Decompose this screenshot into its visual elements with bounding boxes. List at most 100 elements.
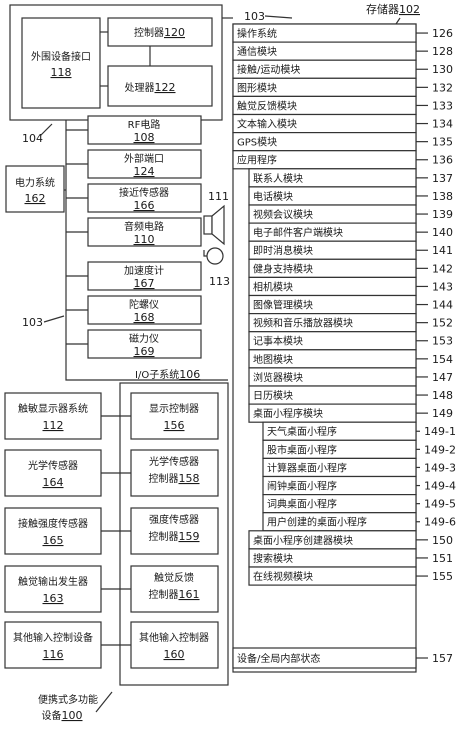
app-module-9-ref: 153 bbox=[432, 335, 453, 348]
app-module-5-label: 健身支持模块 bbox=[253, 262, 313, 275]
io-device-1-label: 光学传感器 bbox=[28, 459, 78, 472]
io-device-4-label: 其他输入控制设备 bbox=[13, 631, 93, 644]
app-module-12-label: 日历模块 bbox=[253, 390, 293, 402]
main-bus-line bbox=[65, 120, 228, 381]
io-device-2-label: 接触强度传感器 bbox=[18, 517, 88, 530]
speaker-icon bbox=[203, 204, 225, 246]
controller-box bbox=[107, 17, 213, 47]
peripheral-block-5-ref: 168 bbox=[134, 311, 155, 324]
app-module-5-ref: 142 bbox=[432, 262, 453, 275]
app-module-10-label: 地图模块 bbox=[253, 353, 293, 366]
peripheral-block-3-ref: 110 bbox=[134, 233, 155, 246]
chip-ref: 104 bbox=[22, 132, 43, 145]
peripheral-block-6-ref: 169 bbox=[134, 345, 155, 358]
peripheral-interface-ref: 118 bbox=[51, 66, 72, 79]
widget-2-ref: 149-3 bbox=[424, 461, 456, 474]
io-controller-1-label-line1: 光学传感器 bbox=[149, 455, 199, 468]
memory-item-0-label: 操作系统 bbox=[237, 27, 277, 40]
processor-box bbox=[107, 65, 213, 107]
memory-item-4-ref: 133 bbox=[432, 99, 453, 112]
app-module-after-1-label: 搜索模块 bbox=[253, 552, 293, 565]
widget-1-ref: 149-2 bbox=[424, 443, 456, 456]
memory-item-1-label: 通信模块 bbox=[237, 46, 277, 58]
io-device-4 bbox=[4, 621, 102, 669]
io-controller-3-label-line1: 触觉反馈 bbox=[154, 571, 194, 584]
app-module-12-ref: 148 bbox=[432, 389, 453, 402]
peripheral-block-4-label: 加速度计 bbox=[124, 264, 164, 277]
io-device-1 bbox=[4, 449, 102, 497]
app-module-after-2-ref: 155 bbox=[432, 570, 453, 583]
memory-item-7-label: 应用程序 bbox=[237, 154, 277, 167]
app-module-after-1-ref: 151 bbox=[432, 552, 453, 565]
io-controller-1-label-line2: 控制器158 bbox=[149, 472, 200, 485]
io-controller-0-label: 显示控制器 bbox=[149, 402, 199, 415]
peripheral-block-3 bbox=[87, 217, 202, 247]
memory-item-1-ref: 128 bbox=[432, 45, 453, 58]
io-device-0 bbox=[4, 392, 102, 440]
app-module-7-ref: 144 bbox=[432, 299, 453, 312]
peripheral-block-4-ref: 167 bbox=[134, 277, 155, 290]
peripheral-block-1-ref: 124 bbox=[134, 165, 155, 178]
app-module-6-ref: 143 bbox=[432, 280, 453, 293]
widget-0-ref: 149-1 bbox=[424, 425, 456, 438]
app-module-11-ref: 147 bbox=[432, 371, 453, 384]
io-device-3 bbox=[4, 565, 102, 613]
app-module-13-label: 桌面小程序模块 bbox=[253, 407, 323, 420]
memory-item-6-ref: 135 bbox=[432, 136, 453, 149]
io-controller-0 bbox=[130, 392, 219, 440]
app-module-after-0-ref: 150 bbox=[432, 534, 453, 547]
io-controller-3-label-line2: 控制器161 bbox=[149, 588, 200, 601]
peripheral-block-3-label: 音频电路 bbox=[124, 220, 164, 233]
widget-0-label: 天气桌面小程序 bbox=[267, 425, 337, 438]
app-module-3-ref: 140 bbox=[432, 226, 453, 239]
peripheral-block-2-label: 接近传感器 bbox=[119, 186, 169, 199]
device-title-line1: 便携式多功能 bbox=[38, 693, 98, 706]
peripheral-block-0-label: RF电路 bbox=[128, 118, 161, 131]
app-module-13-ref: 149 bbox=[432, 407, 453, 420]
processor-label: 处理器122 bbox=[125, 81, 176, 94]
io-subsystem-label: I/O子系统106 bbox=[135, 368, 200, 381]
app-module-6-label: 相机模块 bbox=[253, 280, 293, 293]
peripheral-block-4 bbox=[87, 261, 202, 291]
widget-4-ref: 149-5 bbox=[424, 498, 456, 511]
app-module-8-label: 视频和音乐播放器模块 bbox=[253, 317, 353, 330]
memory-item-4-label: 触觉反馈模块 bbox=[237, 99, 297, 112]
app-module-1-label: 电话模块 bbox=[253, 190, 293, 203]
memory-item-5-ref: 134 bbox=[432, 118, 453, 131]
microphone-ref: 113 bbox=[209, 275, 230, 288]
device-state-label: 设备/全局内部状态 bbox=[237, 652, 320, 665]
memory-item-0-ref: 126 bbox=[432, 27, 453, 40]
app-module-1-ref: 138 bbox=[432, 190, 453, 203]
memory-label: 存储器102 bbox=[366, 2, 420, 16]
app-module-7-label: 图像管理模块 bbox=[253, 299, 313, 312]
app-module-2-ref: 139 bbox=[432, 208, 453, 221]
peripheral-interface-label: 外围设备接口 bbox=[31, 50, 91, 63]
peripheral-block-1-label: 外部端口 bbox=[124, 152, 164, 165]
memory-item-3-label: 图形模块 bbox=[237, 82, 277, 94]
io-device-0-label: 触敏显示器系统 bbox=[18, 402, 88, 415]
widget-5-label: 用户创建的桌面小程序 bbox=[267, 516, 367, 529]
memory-item-2-ref: 130 bbox=[432, 63, 453, 76]
memory-item-6-label: GPS模块 bbox=[237, 137, 277, 149]
peripheral-block-6-label: 磁力仪 bbox=[129, 332, 159, 345]
memory-bus-leader bbox=[264, 15, 293, 19]
widget-1-label: 股市桌面小程序 bbox=[267, 443, 337, 456]
peripheral-block-5-label: 陀螺仪 bbox=[129, 298, 159, 311]
peripheral-block-0-ref: 108 bbox=[134, 131, 155, 144]
memory-bus-ref: 103 bbox=[244, 10, 265, 23]
power-system-label: 电力系统 bbox=[15, 176, 55, 189]
speaker-ref: 111 bbox=[208, 190, 229, 203]
io-controller-0-ref: 156 bbox=[164, 419, 185, 432]
input-output-device-list: 触敏显示器系统112光学传感器164接触强度传感器165触觉输出发生器163其他… bbox=[4, 392, 131, 669]
io-device-2 bbox=[4, 507, 102, 555]
app-module-10-ref: 154 bbox=[432, 353, 453, 366]
app-module-4-label: 即时消息模块 bbox=[253, 244, 313, 257]
io-device-2-ref: 165 bbox=[43, 534, 64, 547]
io-controller-list: 显示控制器156光学传感器控制器158强度传感器控制器159触觉反馈控制器161… bbox=[130, 392, 219, 669]
app-module-9-label: 记事本模块 bbox=[253, 335, 303, 348]
device-state-ref: 157 bbox=[432, 652, 453, 665]
io-device-4-ref: 116 bbox=[43, 648, 64, 661]
app-module-11-label: 浏览器模块 bbox=[253, 371, 303, 384]
bus-ref-left-leader bbox=[43, 315, 65, 323]
